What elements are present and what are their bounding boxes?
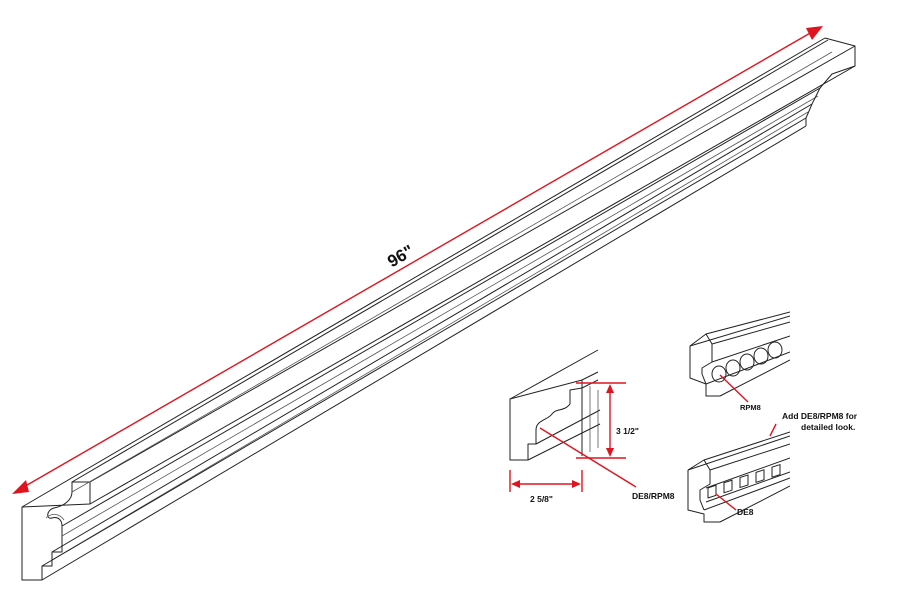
rpm8-accessory: RPM8 Add DE8/RPM8 for detailed look. <box>689 311 858 432</box>
de8-label: DE8 <box>737 507 754 517</box>
depth-label: 2 5/8" <box>530 494 553 504</box>
main-molding <box>21 37 856 581</box>
rpm8-note-line2: detailed look. <box>801 422 855 432</box>
length-dimension: 96" <box>12 26 823 494</box>
rpm8-label: RPM8 <box>740 403 761 412</box>
de8-accessory: DE8 <box>687 423 790 523</box>
length-label: 96" <box>384 241 417 271</box>
callout-label: DE8/RPM8 <box>632 491 675 501</box>
height-label: 3 1/2" <box>616 426 639 436</box>
rpm8-note-line1: Add DE8/RPM8 for <box>782 411 858 421</box>
molding-end-profile <box>21 481 91 581</box>
section-detail: 3 1/2" 2 5/8" DE8/RPM8 <box>509 349 675 504</box>
